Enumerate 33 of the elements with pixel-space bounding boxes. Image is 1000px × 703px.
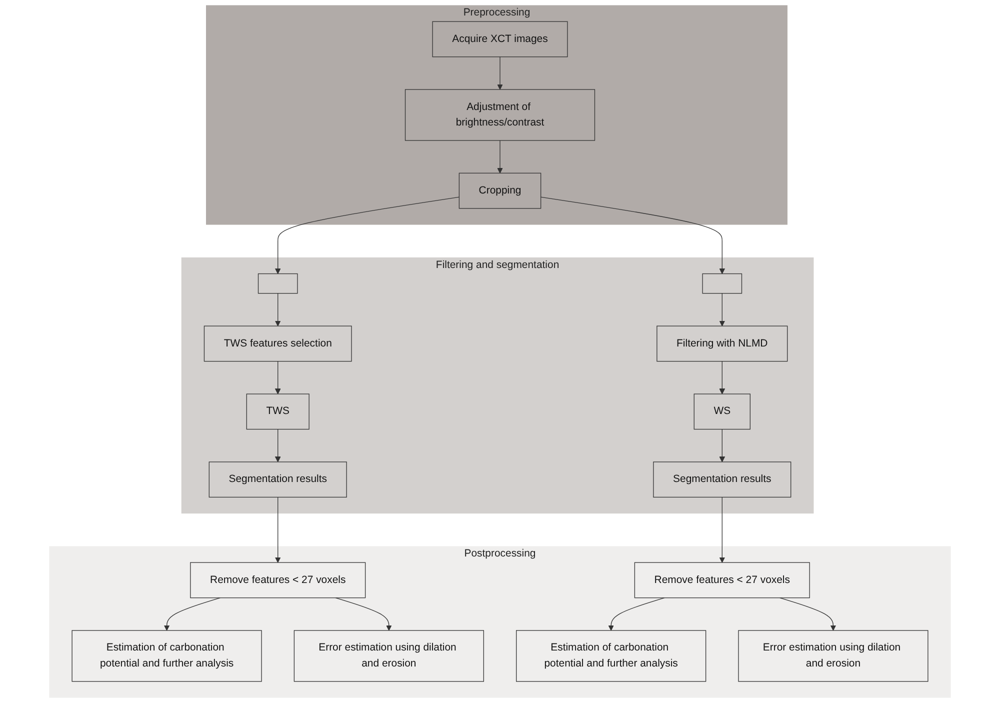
- arrow: [497, 140, 503, 174]
- node-box: TWS features selection: [204, 326, 352, 362]
- arrow: [719, 428, 725, 462]
- arrow: [540, 196, 725, 274]
- node-box: WS: [694, 394, 750, 430]
- arrow: [719, 360, 725, 394]
- arrow: [164, 597, 221, 631]
- arrow: [719, 496, 725, 563]
- node-box: Filtering with NLMD: [656, 326, 788, 362]
- node-box: Error estimation using dilation and erosion: [294, 630, 484, 682]
- node-box: TWS: [246, 394, 310, 430]
- arrow: [275, 428, 281, 462]
- node-box: Cropping: [458, 172, 542, 209]
- node-box: Acquire XCT images: [432, 21, 568, 58]
- node-box: Segmentation results: [653, 462, 792, 498]
- arrow: [497, 56, 503, 90]
- arrow: [608, 597, 665, 631]
- node-box: Remove features < 27 voxels: [634, 562, 810, 598]
- node-box: Adjustment of brightness/contrast: [404, 89, 596, 141]
- arrow: [275, 496, 281, 563]
- node-box: [258, 273, 298, 294]
- arrow: [719, 293, 725, 326]
- arrow: [335, 597, 392, 631]
- node-box: Estimation of carbonation potential and further analysis: [516, 630, 706, 682]
- node-box: Segmentation results: [208, 462, 347, 498]
- arrow: [275, 196, 460, 274]
- node-box: Error estimation using dilation and erosion: [738, 630, 928, 682]
- arrow: [275, 360, 281, 394]
- node-box: Remove features < 27 voxels: [190, 562, 366, 598]
- arrow: [779, 597, 836, 631]
- node-box: Estimation of carbonation potential and further analysis: [72, 630, 262, 682]
- arrow: [275, 293, 281, 326]
- node-box: [702, 273, 742, 294]
